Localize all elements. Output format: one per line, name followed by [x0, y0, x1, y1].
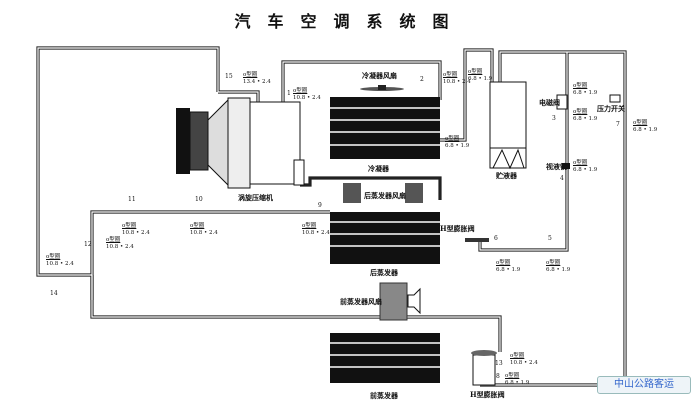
fitting-number: 10 — [195, 196, 203, 203]
compressor-label: 涡旋压缩机 — [238, 193, 273, 202]
oring-title: o型圈 — [106, 237, 121, 243]
oring-size: 6.8 • 1.9 — [445, 142, 470, 149]
watermark-logo: 中山公路客运 — [597, 376, 691, 394]
fitting-number: 15 — [225, 73, 233, 80]
fitting-number: 8 — [496, 373, 500, 380]
oring-title: o型圈 — [573, 83, 588, 89]
oring-title: o型圈 — [190, 223, 205, 229]
fitting-number: 12 — [84, 241, 92, 248]
oring-title: o型圈 — [573, 109, 588, 115]
rear-evaporator-drawing — [330, 183, 489, 264]
oring-size: 10.8 • 2.4 — [46, 260, 74, 267]
front-expansion-valve-label: H型膨胀阀 — [470, 390, 505, 399]
oring-size: 6.8 • 1.9 — [468, 75, 493, 82]
fitting-number: 13 — [495, 360, 503, 367]
oring-title: o型圈 — [443, 72, 458, 78]
oring-size: 6.8 • 1.9 — [546, 266, 571, 273]
rear-evaporator-fan-label: 后蒸发器风扇 — [364, 191, 406, 200]
oring-title: o型圈 — [293, 88, 308, 94]
fitting-number: 4 — [560, 175, 564, 182]
oring-title: o型圈 — [122, 223, 137, 229]
oring-size: 10.8 • 2.4 — [106, 243, 134, 250]
solenoid-valve-label: 电磁阀 — [539, 98, 560, 107]
fitting-number: 1 — [287, 90, 291, 97]
oring-size: 6.8 • 1.9 — [573, 115, 598, 122]
diagram-title: 汽车空调系统图 — [234, 12, 466, 31]
oring-title: o型圈 — [46, 254, 61, 260]
front-evaporator-drawing — [330, 333, 497, 386]
oring-title: o型圈 — [510, 353, 525, 359]
oring-size: 10.8 • 2.4 — [510, 359, 538, 366]
compressor-drawing — [176, 97, 305, 189]
oring-size: 6.8 • 1.9 — [573, 89, 598, 96]
fitting-number: 6 — [494, 235, 498, 242]
oring-size: 10.8 • 2.4 — [122, 229, 150, 236]
oring-title: o型圈 — [546, 260, 561, 266]
fitting-number: 2 — [420, 76, 424, 83]
front-evaporator-fan-label: 前蒸发器风扇 — [340, 297, 382, 306]
fitting-number: 11 — [128, 196, 136, 203]
oring-size: 10.8 • 2.4 — [190, 229, 218, 236]
fitting-number: 7 — [616, 121, 620, 128]
rear-expansion-valve-label: H型膨胀阀 — [440, 224, 475, 233]
receiver-drawing — [489, 81, 527, 170]
front-evaporator-label: 前蒸发器 — [370, 391, 398, 400]
condenser-fan-label: 冷凝器风扇 — [362, 71, 397, 80]
fitting-number: 5 — [548, 235, 552, 242]
oring-size: 10.8 • 2.4 — [302, 229, 330, 236]
oring-title: o型圈 — [496, 260, 511, 266]
oring-title: o型圈 — [505, 373, 520, 379]
fitting-number: 3 — [552, 115, 556, 122]
oring-title: o型圈 — [633, 120, 648, 126]
oring-title: o型圈 — [468, 69, 483, 75]
oring-title: o型圈 — [573, 160, 588, 166]
receiver-label: 贮液器 — [496, 171, 517, 180]
oring-size: 6.8 • 1.9 — [573, 166, 598, 173]
rear-evaporator-label: 后蒸发器 — [370, 268, 398, 277]
fitting-number: 9 — [318, 202, 322, 209]
oring-title: o型圈 — [302, 223, 317, 229]
oring-title: o型圈 — [445, 136, 460, 142]
fitting-number: 14 — [50, 290, 58, 297]
oring-size: 13.4 • 2.4 — [243, 78, 271, 85]
sight-glass-label: 视液镜 — [546, 162, 567, 171]
oring-size: 10.8 • 2.4 — [443, 78, 471, 85]
oring-size: 6.8 • 1.9 — [496, 266, 521, 273]
condenser-drawing — [330, 85, 440, 159]
oring-size: 6.8 • 1.9 — [505, 379, 530, 386]
oring-size: 10.8 • 2.4 — [293, 94, 321, 101]
oring-title: o型圈 — [243, 72, 258, 78]
condenser-label: 冷凝器 — [368, 164, 389, 173]
oring-size: 6.8 • 1.9 — [633, 126, 658, 133]
pressure-switch-label: 压力开关 — [597, 104, 625, 113]
